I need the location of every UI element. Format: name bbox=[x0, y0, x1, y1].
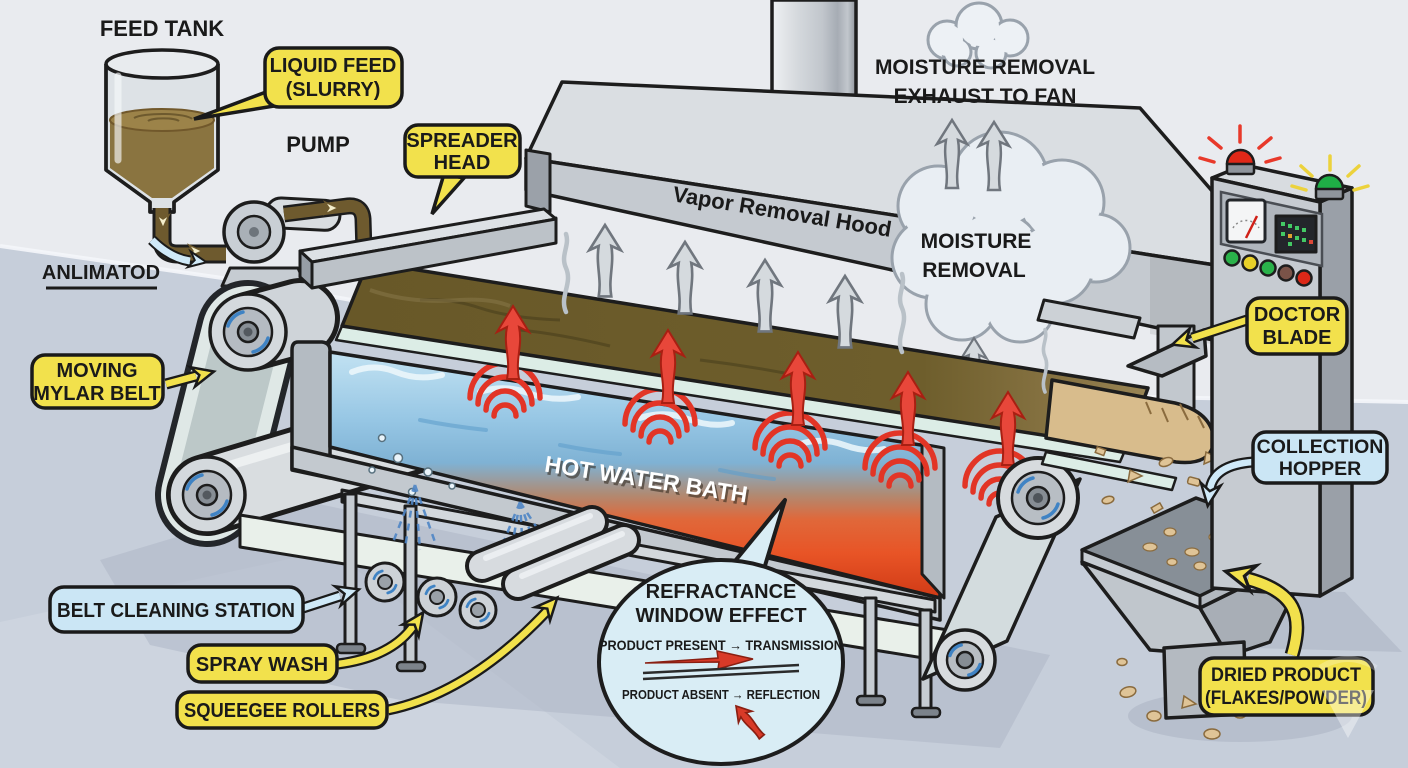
dried-sheet bbox=[1040, 378, 1216, 492]
legend-absent: PRODUCT ABSENT → REFLECTION bbox=[622, 687, 820, 702]
squeegee-rollers bbox=[364, 561, 498, 630]
digital-display bbox=[1274, 214, 1318, 254]
label-moisture-cloud-2: REMOVAL bbox=[922, 259, 1026, 282]
label-pump: PUMP bbox=[286, 132, 350, 157]
beacon-rays bbox=[1290, 154, 1370, 192]
squeegee-disk bbox=[364, 561, 406, 603]
legend-present: PRODUCT PRESENT → TRANSMISSION bbox=[599, 637, 843, 653]
control-panel bbox=[1198, 124, 1370, 598]
frame-feet bbox=[335, 642, 942, 719]
callout-squeegee-rollers: SQUEEGEE ROLLERS bbox=[175, 589, 567, 730]
svg-text:MYLAR BELT: MYLAR BELT bbox=[33, 383, 160, 405]
svg-text:MOVING: MOVING bbox=[56, 360, 137, 382]
squeegee-disk bbox=[458, 590, 498, 630]
moisture-cloud-top-fill bbox=[931, 6, 1025, 65]
svg-text:BELT CLEANING STATION: BELT CLEANING STATION bbox=[57, 600, 295, 622]
analog-gauge bbox=[1225, 198, 1267, 244]
squeegee-disk bbox=[416, 576, 458, 618]
spreader-head bbox=[298, 207, 558, 290]
label-animated-group: ANLIMATOD bbox=[42, 236, 209, 290]
panel-button bbox=[1259, 259, 1277, 277]
svg-text:SPRAY WASH: SPRAY WASH bbox=[196, 654, 328, 676]
label-feed-tank: FEED TANK bbox=[100, 16, 224, 41]
svg-text:(SLURRY): (SLURRY) bbox=[286, 79, 381, 101]
svg-text:DOCTOR: DOCTOR bbox=[1254, 304, 1341, 326]
callout-spreader-head: SPREADER HEAD bbox=[403, 123, 522, 216]
callout-collection-hopper: COLLECTION HOPPER bbox=[1196, 430, 1389, 509]
panel-button bbox=[1277, 264, 1295, 282]
legend-title-2: WINDOW EFFECT bbox=[635, 605, 806, 627]
label-moisture-exhaust-2: EXHAUST TO FAN bbox=[894, 85, 1077, 108]
beacon-dome-red bbox=[1225, 148, 1256, 166]
legend-bubble: REFRACTANCE WINDOW EFFECT PRODUCT PRESEN… bbox=[597, 498, 845, 766]
svg-text:HEAD: HEAD bbox=[434, 152, 491, 174]
beacon-rays bbox=[1198, 124, 1282, 164]
callout-belt-cleaning-station: BELT CLEANING STATION bbox=[48, 578, 364, 634]
panel-button bbox=[1223, 249, 1241, 267]
panel-button bbox=[1295, 269, 1313, 287]
upper-left-roller bbox=[208, 278, 340, 372]
water-streaks bbox=[418, 418, 776, 481]
watermark bbox=[1318, 656, 1378, 738]
svg-text:DRIED PRODUCT: DRIED PRODUCT bbox=[1211, 665, 1361, 686]
feed-tank bbox=[104, 48, 220, 214]
mylar-belt-film bbox=[334, 260, 1150, 464]
alarm-beacon-red bbox=[1198, 124, 1282, 176]
label-animated: ANLIMATOD bbox=[42, 262, 160, 284]
callout-liquid-feed: LIQUID FEED (SLURRY) bbox=[193, 46, 404, 121]
label-moisture-cloud-1: MOISTURE bbox=[921, 230, 1032, 253]
callout-dried-product: DRIED PRODUCT (FLAKES/POWDER) bbox=[1198, 557, 1375, 717]
label-moisture-exhaust-1: MOISTURE REMOVAL bbox=[875, 56, 1095, 79]
svg-text:SQUEEGEE ROLLERS: SQUEEGEE ROLLERS bbox=[184, 700, 380, 722]
belt-loop-right bbox=[921, 456, 1082, 692]
svg-text:BLADE: BLADE bbox=[1263, 327, 1332, 349]
pump-outlet-pipe bbox=[282, 197, 373, 253]
run-beacon-green bbox=[1290, 154, 1370, 201]
bubbles bbox=[368, 433, 456, 497]
panel-button bbox=[1241, 254, 1259, 272]
svg-text:(FLAKES/POWDER): (FLAKES/POWDER) bbox=[1205, 688, 1367, 709]
panel-buttons bbox=[1223, 249, 1313, 287]
moisture-cloud-large-fill bbox=[895, 135, 1127, 339]
squeegee-cylinders bbox=[465, 505, 641, 601]
svg-text:HOPPER: HOPPER bbox=[1279, 458, 1361, 480]
callout-spray-wash: SPRAY WASH bbox=[186, 605, 433, 684]
callout-doctor-blade: DOCTOR BLADE bbox=[1167, 296, 1349, 356]
transmission-arrow-icon bbox=[644, 650, 754, 671]
svg-text:SPREADER: SPREADER bbox=[406, 130, 518, 152]
beacon-dome-green bbox=[1314, 173, 1345, 191]
svg-text:COLLECTION: COLLECTION bbox=[1257, 436, 1384, 458]
legend-title-1: REFRACTANCE bbox=[646, 581, 797, 603]
callout-moving-mylar-belt: MOVING MYLAR BELT bbox=[30, 353, 218, 410]
svg-text:LIQUID FEED: LIQUID FEED bbox=[270, 55, 397, 77]
